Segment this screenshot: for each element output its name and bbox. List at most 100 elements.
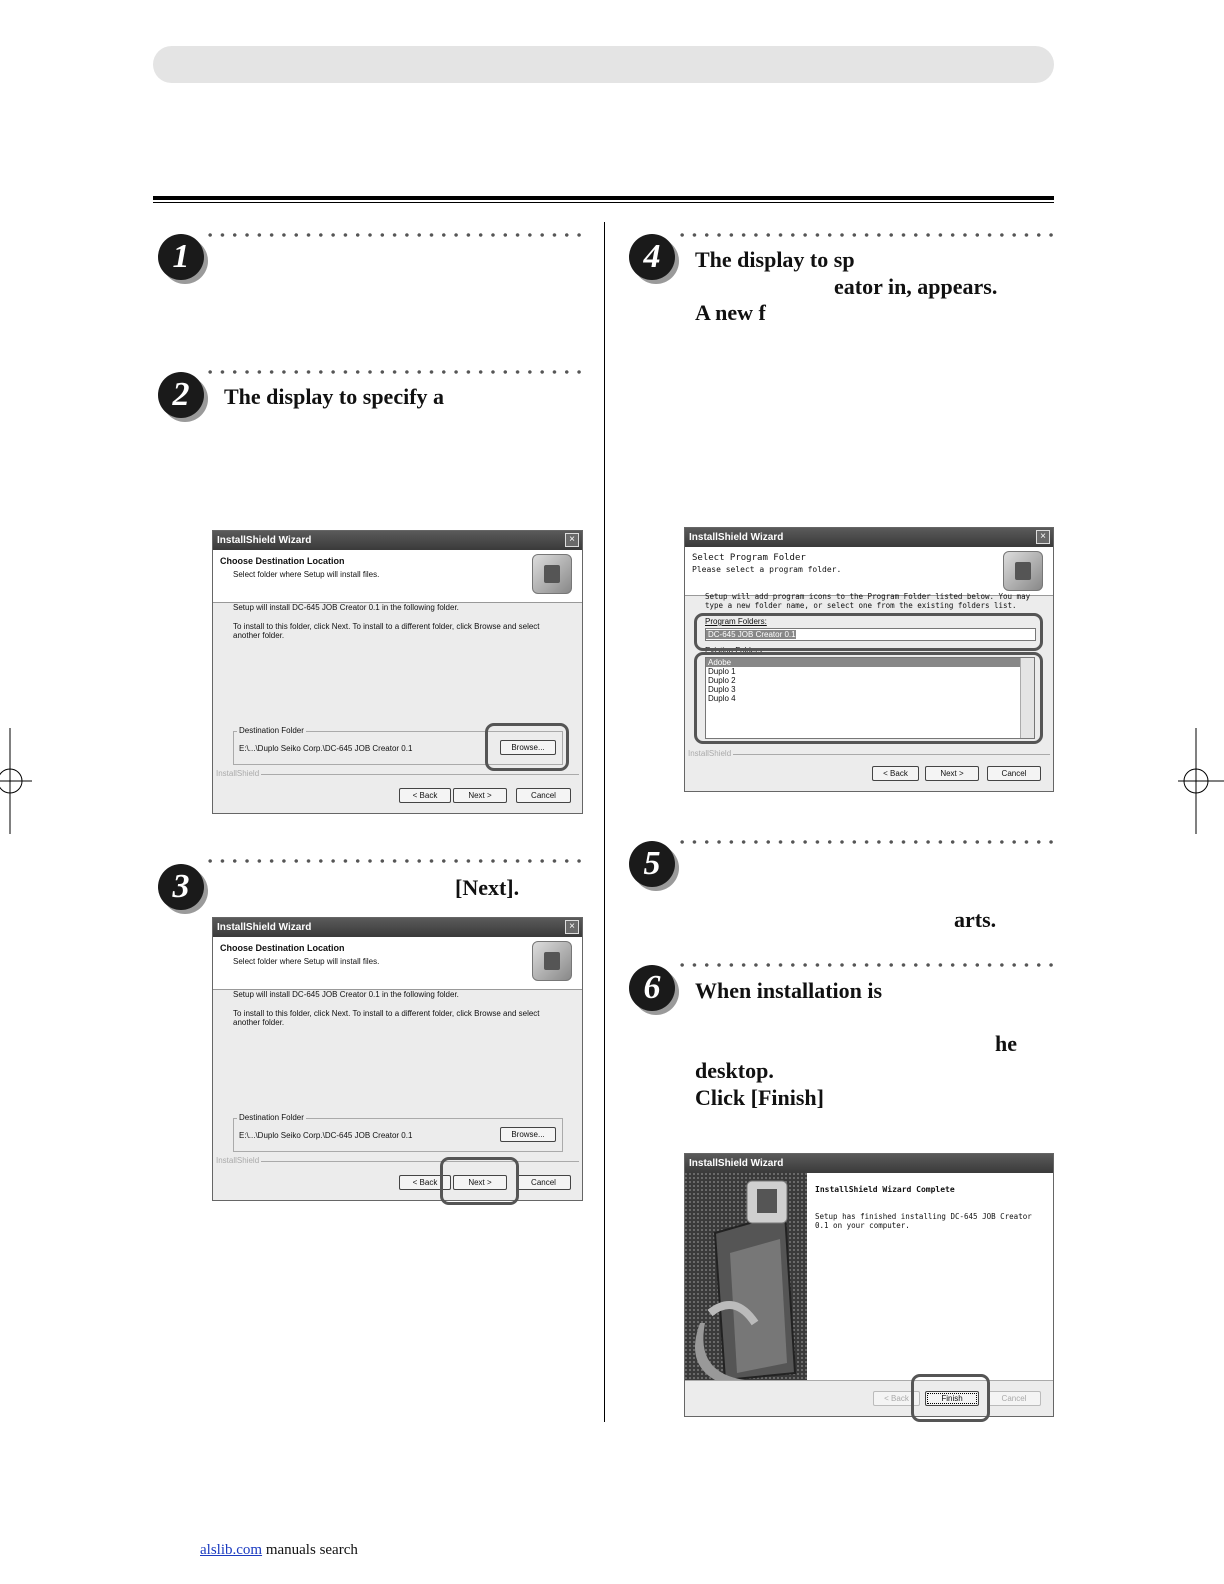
dialog-heading: Choose Destination Location	[220, 943, 345, 953]
step-divider	[204, 232, 584, 238]
step-text: [Next].	[455, 875, 520, 900]
back-button[interactable]: < Back	[872, 766, 919, 781]
dialog-text: type a new folder name, or select one fr…	[705, 601, 1017, 610]
registration-mark-right	[1178, 728, 1224, 834]
dialog-title: InstallShield Wizard	[213, 918, 582, 937]
step-text: The display to specify a	[224, 384, 445, 409]
step-divider	[204, 369, 584, 375]
dialog-title: InstallShield Wizard	[685, 528, 1053, 547]
wizard-side-graphic	[685, 1173, 807, 1380]
dialog-title: InstallShield Wizard	[685, 1154, 1053, 1173]
callout-highlight-next	[440, 1157, 519, 1205]
step-divider	[204, 858, 584, 864]
installshield-dialog-program-folder: InstallShield Wizard × Select Program Fo…	[684, 527, 1054, 792]
dialog-text: 0.1 on your computer.	[815, 1221, 910, 1230]
group-label: Destination Folder	[237, 726, 306, 735]
title-rule	[153, 196, 1054, 200]
installer-icon	[1003, 551, 1043, 591]
dialog-heading: InstallShield Wizard Complete	[815, 1185, 955, 1194]
dialog-text: Setup will add program icons to the Prog…	[705, 592, 1031, 601]
folder-list-item[interactable]: Duplo 3	[708, 685, 736, 694]
footer-link[interactable]: alslib.com	[200, 1542, 263, 1558]
installer-icon	[532, 554, 572, 594]
folder-list-item[interactable]: Adobe	[706, 658, 1034, 667]
installshield-brand: InstallShield	[688, 749, 732, 758]
existing-folders-list[interactable]: Adobe Duplo 1 Duplo 2 Duplo 3 Duplo 4	[705, 657, 1035, 739]
header-bar	[153, 46, 1054, 83]
dialog-header: Choose Destination Location Select folde…	[213, 937, 582, 990]
step-number-badge: 3	[158, 864, 204, 910]
next-button[interactable]: Next >	[453, 1175, 507, 1190]
back-button[interactable]: < Back	[873, 1391, 920, 1406]
dialog-header: Select Program Folder Please select a pr…	[685, 547, 1053, 596]
program-folder-input[interactable]: DC-645 JOB Creator 0.1	[705, 628, 1036, 641]
close-icon[interactable]: ×	[565, 920, 579, 934]
installshield-dialog-complete: InstallShield Wizard InstallShield Wizar…	[684, 1153, 1054, 1417]
dialog-text: To install to this folder, click Next. T…	[233, 622, 540, 631]
registration-mark-left	[0, 728, 32, 834]
folder-list-item[interactable]: Duplo 4	[708, 694, 736, 703]
dialog-heading: Select Program Folder	[692, 553, 806, 563]
step-text: When installation is	[695, 978, 883, 1003]
step-text: arts.	[954, 907, 997, 932]
destination-folder-group	[233, 731, 563, 765]
dialog-title: InstallShield Wizard	[213, 531, 582, 550]
callout-highlight-program-folder	[694, 613, 1043, 651]
dialog-subheading: Select folder where Setup will install f…	[233, 570, 380, 579]
callout-highlight-browse	[485, 723, 569, 771]
close-icon[interactable]: ×	[565, 533, 579, 547]
back-button[interactable]: < Back	[399, 788, 451, 803]
dialog-text: To install to this folder, click Next. T…	[233, 1009, 540, 1018]
cancel-button[interactable]: Cancel	[516, 1175, 571, 1190]
step-number-badge: 2	[158, 372, 204, 418]
step-text: desktop.	[695, 1058, 774, 1083]
folder-list-item[interactable]: Duplo 1	[708, 667, 736, 676]
dialog-body: Setup will install DC-645 JOB Creator 0.…	[213, 603, 582, 813]
close-icon[interactable]: ×	[1036, 530, 1050, 544]
destination-folder-group	[233, 1118, 563, 1152]
step-number-badge: 6	[629, 965, 675, 1011]
dialog-body: Setup will add program icons to the Prog…	[685, 592, 1053, 791]
browse-button[interactable]: Browse...	[500, 1127, 556, 1142]
dialog-heading: Choose Destination Location	[220, 556, 345, 566]
dialog-text: Setup has finished installing DC-645 JOB…	[815, 1212, 1032, 1221]
divider	[261, 1161, 579, 1162]
program-folders-label: Program Folders:	[705, 617, 767, 626]
dialog-text: another folder.	[233, 1018, 285, 1027]
step-number-badge: 4	[629, 234, 675, 280]
column-divider	[604, 222, 605, 1422]
step-text: The display to sp	[695, 247, 855, 272]
finish-button[interactable]: Finish	[925, 1391, 979, 1406]
footer: alslib.com manuals search	[200, 1542, 358, 1559]
dialog-text: Setup will install DC-645 JOB Creator 0.…	[233, 603, 459, 612]
step-divider	[676, 232, 1056, 238]
dialog-content: InstallShield Wizard Complete Setup has …	[807, 1173, 1053, 1380]
cancel-button[interactable]: Cancel	[987, 1391, 1041, 1406]
dialog-subheading: Please select a program folder.	[692, 565, 842, 574]
step-text: Click [Finish]	[695, 1085, 824, 1110]
dialog-body: Setup will install DC-645 JOB Creator 0.…	[213, 990, 582, 1200]
step-number-badge: 5	[629, 841, 675, 887]
title-rule-thin	[153, 202, 1054, 203]
wizard-artwork-icon	[685, 1173, 807, 1380]
cancel-button[interactable]: Cancel	[516, 788, 571, 803]
destination-path: E:\...\Duplo Seiko Corp.\DC-645 JOB Crea…	[239, 744, 413, 753]
browse-button[interactable]: Browse...	[500, 740, 556, 755]
divider	[261, 774, 579, 775]
footer-text: manuals search	[265, 1542, 358, 1558]
program-folder-value: DC-645 JOB Creator 0.1	[706, 630, 796, 639]
folder-list-item[interactable]: Duplo 2	[708, 676, 736, 685]
callout-highlight-finish	[911, 1374, 990, 1422]
next-button[interactable]: Next >	[925, 766, 979, 781]
step-text: he	[995, 1031, 1017, 1056]
divider	[733, 754, 1050, 755]
dialog-footer: < Back Finish Cancel	[685, 1380, 1053, 1416]
cancel-button[interactable]: Cancel	[987, 766, 1041, 781]
step-number-badge: 1	[158, 234, 204, 280]
back-button[interactable]: < Back	[399, 1175, 451, 1190]
dialog-header: Choose Destination Location Select folde…	[213, 550, 582, 603]
next-button[interactable]: Next >	[453, 788, 507, 803]
step-text: A new f	[695, 300, 766, 325]
scrollbar[interactable]	[1020, 658, 1034, 738]
step-divider	[676, 839, 1056, 845]
